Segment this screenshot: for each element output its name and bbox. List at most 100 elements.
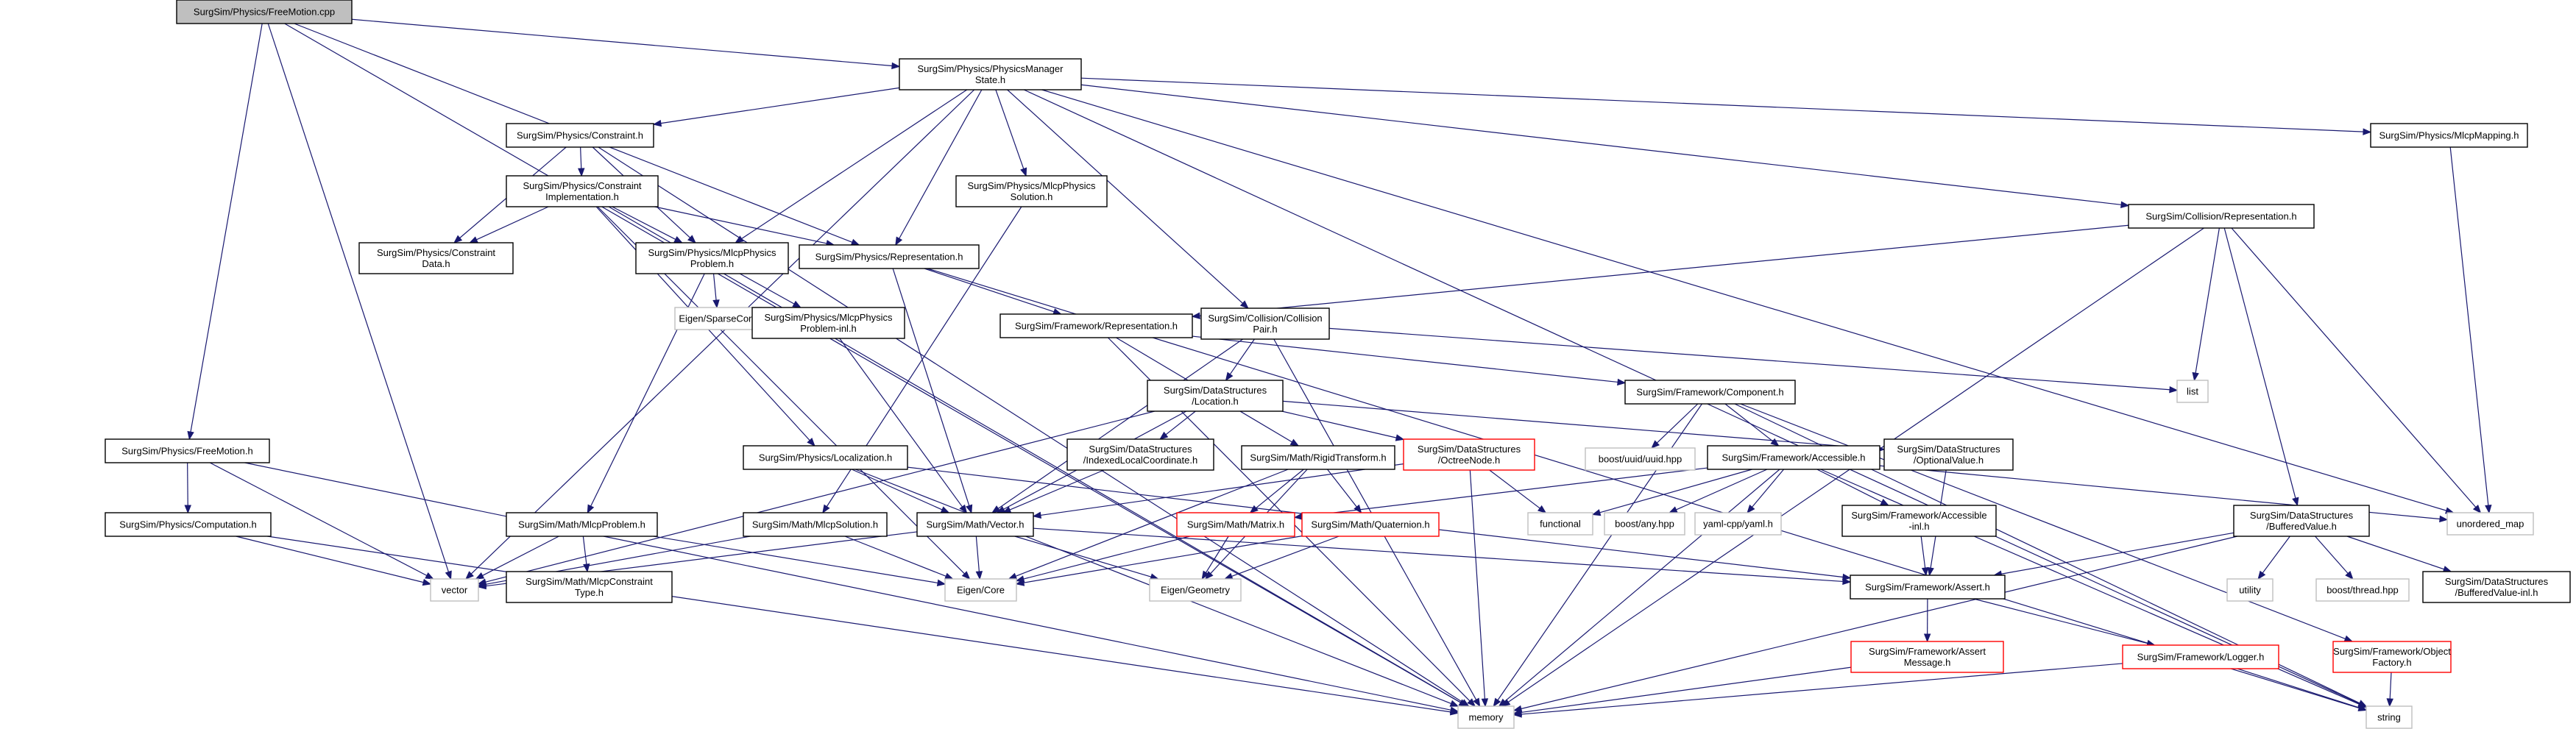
node-fw_assert[interactable]: SurgSim/Framework/Assert.h — [1850, 575, 2006, 600]
node-label: SurgSim/Framework/Assert.h — [1865, 582, 1990, 593]
node-box — [1585, 447, 1696, 471]
node-label: SurgSim/Physics/FreeMotion.cpp — [194, 7, 335, 18]
arrowhead — [1481, 698, 1489, 708]
edge-line — [995, 89, 1025, 169]
node-label: memory — [1469, 712, 1504, 723]
edge-ds_location-to-ds_optional — [1282, 400, 1886, 452]
node-boost_uuid: boost/uuid/uuid.hpp — [1585, 447, 1696, 471]
edge-line — [2231, 227, 2477, 508]
node-box — [2446, 512, 2534, 536]
node-mlcp_mapping[interactable]: SurgSim/Physics/MlcpMapping.h — [2370, 123, 2528, 148]
edge-line — [2237, 668, 2360, 708]
node-box — [899, 58, 1082, 90]
node-constraint_impl[interactable]: SurgSim/Physics/ConstraintImplementation… — [506, 175, 659, 207]
node-eigen_sparse: Eigen/SparseCore — [674, 307, 762, 330]
node-box — [430, 578, 479, 602]
node-fw_component[interactable]: SurgSim/Framework/Component.h — [1624, 380, 1796, 405]
node-math_mlcp_problem[interactable]: SurgSim/Math/MlcpProblem.h — [506, 512, 658, 537]
node-ds_location[interactable]: SurgSim/DataStructures/Location.h — [1147, 380, 1284, 412]
edge-freemotion_cpp-to-memory — [284, 23, 1468, 707]
node-box — [799, 244, 980, 269]
node-label: SurgSim/Math/RigidTransform.h — [1250, 452, 1386, 463]
node-label: SurgSim/Framework/Assert — [1869, 646, 1986, 657]
node-constraint_h[interactable]: SurgSim/Physics/Constraint.h — [506, 123, 654, 148]
node-ds_octree[interactable]: SurgSim/DataStructures/OctreeNode.h — [1403, 438, 1535, 471]
node-string: string — [2366, 705, 2413, 729]
node-fw_logger[interactable]: SurgSim/Framework/Logger.h — [2122, 644, 2279, 669]
node-ds_buffered_inl[interactable]: SurgSim/DataStructures/BufferedValue-inl… — [2422, 571, 2571, 603]
edge-line — [267, 23, 450, 572]
arrowhead — [578, 168, 585, 177]
node-phys_repr[interactable]: SurgSim/Physics/Representation.h — [799, 244, 980, 269]
node-label: SurgSim/Framework/Accessible — [1851, 510, 1986, 521]
arrowhead — [2357, 704, 2368, 711]
node-phys_localization[interactable]: SurgSim/Physics/Localization.h — [743, 445, 908, 470]
edge-line — [1327, 469, 1357, 508]
edge-mlcp_mapping-to-unordered_map — [2449, 146, 2492, 514]
arrowhead — [1842, 573, 1852, 581]
node-math_vector[interactable]: SurgSim/Math/Vector.h — [916, 512, 1034, 537]
node-ds_optional[interactable]: SurgSim/DataStructures/OptionalValue.h — [1883, 438, 2014, 471]
edge-line — [654, 206, 827, 244]
node-box — [506, 123, 654, 148]
node-math_quaternion[interactable]: SurgSim/Math/Quaternion.h — [1301, 512, 1440, 537]
node-label: Factory.h — [2372, 657, 2411, 668]
node-label: unordered_map — [2457, 519, 2524, 530]
node-ds_buffered[interactable]: SurgSim/DataStructures/BufferedValue.h — [2233, 505, 2370, 537]
node-fw_accessible[interactable]: SurgSim/Framework/Accessible.h — [1707, 445, 1880, 470]
arrowhead — [1591, 509, 1602, 516]
arrowhead — [477, 582, 487, 590]
node-freemotion_h[interactable]: SurgSim/Physics/FreeMotion.h — [105, 438, 270, 463]
arrowhead — [1927, 566, 1934, 577]
edge-ds_octree-to-math_vector — [1032, 463, 1404, 519]
node-box — [2370, 123, 2528, 148]
edge-pm_state-to-mlcp_mapping — [1080, 77, 2372, 135]
edge-line — [739, 273, 795, 305]
edge-line — [1301, 467, 1708, 517]
arrowhead — [966, 504, 973, 514]
edge-line — [1023, 536, 1303, 583]
edge-line — [997, 338, 1244, 509]
arrowhead — [187, 430, 194, 441]
edge-line — [975, 536, 980, 572]
arrowhead — [2169, 385, 2179, 394]
node-fw_repr[interactable]: SurgSim/Framework/Representation.h — [999, 313, 1193, 338]
edge-line — [1023, 536, 1190, 580]
edge-fw_component-to-boost_uuid — [1651, 403, 1699, 449]
node-fw_accessible_inl[interactable]: SurgSim/Framework/Accessible-inl.h — [1841, 505, 1997, 537]
node-box — [506, 571, 673, 603]
edge-line — [1231, 536, 1340, 577]
arrowhead — [687, 235, 696, 243]
edge-freemotion_h-to-vector — [209, 462, 434, 580]
node-label: SurgSim/Physics/Constraint — [523, 180, 641, 191]
node-label: Eigen/Geometry — [1161, 585, 1230, 596]
node-coll_repr[interactable]: SurgSim/Collision/Representation.h — [2128, 204, 2315, 229]
node-phys_computation[interactable]: SurgSim/Physics/Computation.h — [105, 512, 272, 537]
node-label: Problem.h — [690, 258, 734, 269]
edge-freemotion_cpp-to-freemotion_h — [187, 23, 263, 441]
arrowhead — [583, 563, 590, 573]
edge-line — [1521, 536, 2237, 710]
node-box — [1149, 578, 1242, 602]
arrowhead — [1032, 511, 1042, 519]
node-math_matrix[interactable]: SurgSim/Math/Matrix.h — [1176, 512, 1295, 537]
node-math_rigid[interactable]: SurgSim/Math/RigidTransform.h — [1241, 445, 1395, 470]
arrowhead — [475, 572, 485, 580]
node-label: Type.h — [575, 587, 604, 598]
node-box — [1200, 307, 1330, 340]
node-box — [743, 512, 888, 537]
node-ds_indexed[interactable]: SurgSim/DataStructures/IndexedLocalCoord… — [1066, 438, 1214, 471]
node-label: SurgSim/Framework/Accessible.h — [1722, 452, 1865, 463]
node-math_mlcp_solution[interactable]: SurgSim/Math/MlcpSolution.h — [743, 512, 888, 537]
edge-freemotion_cpp-to-vector — [267, 23, 452, 580]
edge-math_vector-to-eigen_core — [975, 536, 983, 580]
